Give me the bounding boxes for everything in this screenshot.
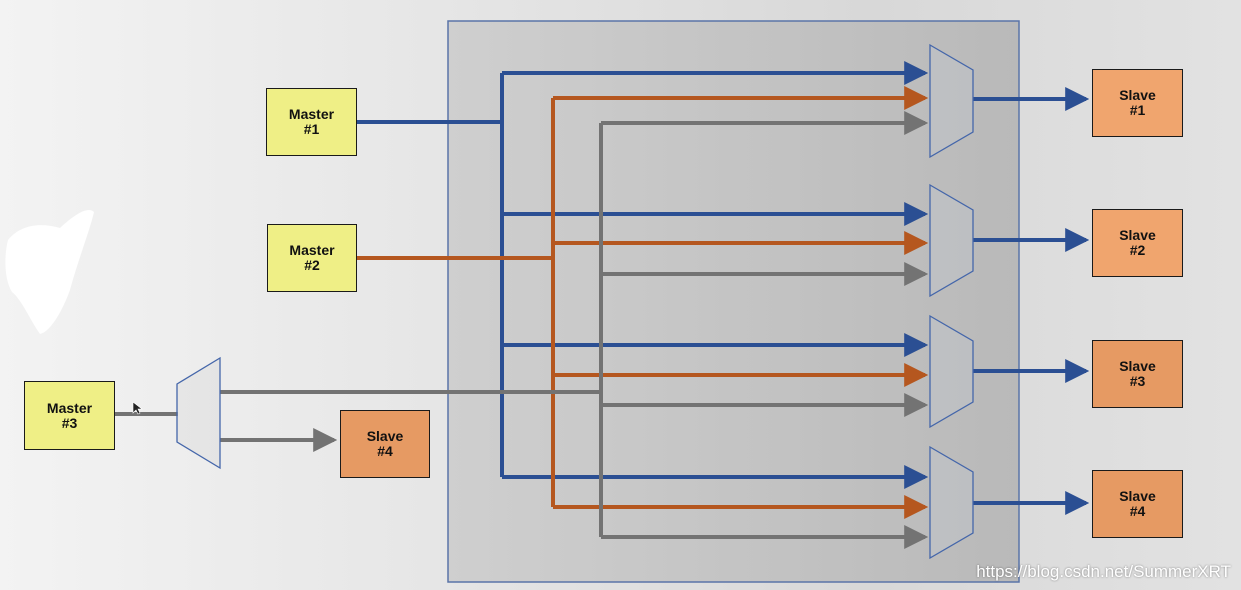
slave1-box: Slave #1	[1092, 69, 1183, 137]
slave1-number: #1	[1129, 102, 1146, 118]
slave3-label: Slave	[1119, 358, 1156, 374]
mux-slave4	[929, 445, 974, 560]
slave2-label: Slave	[1119, 227, 1156, 243]
slave-output-arrows	[973, 87, 1090, 515]
slave3-number: #3	[1129, 373, 1146, 389]
slave4-number: #4	[1129, 503, 1146, 519]
local-slave4-box: Slave #4	[340, 410, 430, 478]
master1-box: Master #1	[266, 88, 357, 156]
mux-slave2	[929, 183, 974, 298]
master1-bus	[357, 61, 929, 489]
master1-label: Master	[288, 106, 335, 122]
slave4-box: Slave #4	[1092, 470, 1183, 538]
master3-box: Master #3	[24, 381, 115, 450]
slave4-label: Slave	[1119, 488, 1156, 504]
master3-number: #3	[61, 414, 78, 431]
mux-slave1	[929, 43, 974, 159]
mux-slave3	[929, 314, 974, 429]
master2-number: #2	[304, 257, 320, 273]
master3-bus	[115, 111, 929, 549]
slave2-box: Slave #2	[1092, 209, 1183, 277]
master1-number: #1	[303, 121, 320, 137]
master2-bus	[357, 86, 929, 519]
slave1-label: Slave	[1119, 87, 1156, 103]
erased-scribble	[5, 209, 95, 334]
watermark-text: https://blog.csdn.net/SummerXRT	[976, 562, 1231, 581]
master2-box: Master #2	[267, 224, 357, 292]
master2-label: Master	[289, 242, 335, 258]
mouse-cursor-icon	[132, 401, 143, 415]
demux-master3	[176, 356, 221, 470]
master3-label: Master	[46, 399, 93, 416]
local-slave4-number: #4	[377, 443, 393, 459]
slave2-number: #2	[1129, 242, 1146, 258]
slave3-box: Slave #3	[1092, 340, 1183, 408]
local-slave4-label: Slave	[366, 428, 404, 444]
